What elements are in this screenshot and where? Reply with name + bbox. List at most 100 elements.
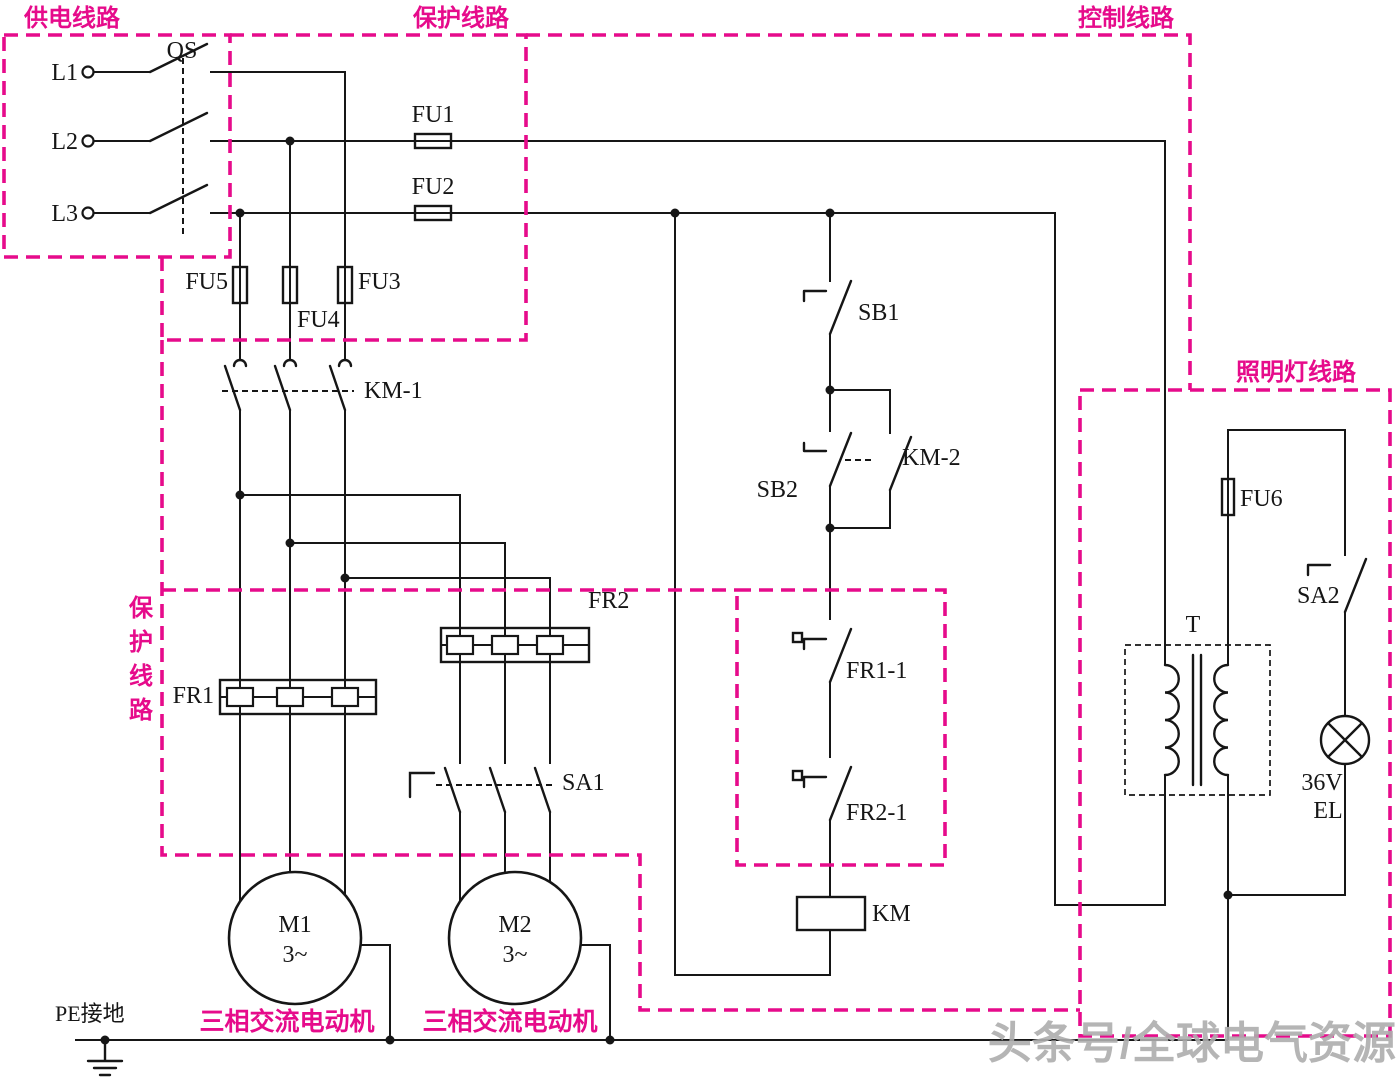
label-fu6: FU6 [1240,486,1283,512]
fr2-element-1 [445,634,475,656]
label-fr1: FR1 [173,683,214,709]
qs-blade-1 [148,42,209,74]
label-l3: L3 [51,201,78,227]
label-m2-phase: 3~ [503,942,528,968]
fr2-element-3 [535,634,565,656]
qs-blade-3 [148,183,209,215]
earth-symbol [86,1038,124,1077]
transformer-core [1191,653,1203,787]
fuse-fu2 [413,204,453,222]
junction-dot [285,538,295,548]
region-outlines [2,33,1392,1038]
qs-blade-2 [148,111,209,143]
label-fu3: FU3 [358,269,401,295]
region-label-control: 控制线路 [1078,4,1175,32]
fuse-fu1 [413,132,453,150]
km1-blade-3 [328,364,347,412]
lamp-cross [1326,721,1364,759]
label-sb2: SB2 [757,477,798,503]
label-fr1-1: FR1-1 [846,658,907,684]
km1-arc-2 [282,358,298,368]
label-m1-phase: 3~ [283,942,308,968]
km1-arc-3 [337,358,353,368]
terminal-l3 [81,206,95,220]
watermark-text: 头条号/全球电气资源 [988,1018,1396,1068]
lighting-devices [1306,557,1371,766]
junction-dot [825,523,835,533]
km1-blade-1 [223,364,242,412]
label-lamp-el: EL [1313,798,1342,824]
fr-contacts-region-box [735,588,947,867]
caption-motor2: 三相交流电动机 [422,1007,597,1036]
fr1-element-1 [225,686,255,708]
km1-main-contacts [222,358,354,412]
region-label-lighting: 照明灯线路 [1236,358,1357,386]
motors [227,870,583,1006]
wires [75,71,1346,1077]
label-km2: KM-2 [902,445,961,471]
lighting-region-box [1078,388,1392,1038]
label-pe-ground: PE接地 [55,1001,125,1026]
terminal-l1 [81,65,95,79]
junction-dot [385,1035,395,1045]
lamp-el [1319,714,1371,766]
label-fr2: FR2 [588,588,629,614]
junction-dot [825,385,835,395]
region-label-protection-vertical-char4: 路 [129,696,154,724]
region-label-protection-vertical-char3: 线 [129,663,153,690]
sb1-actuator [802,289,828,303]
fr1-element-2 [275,686,305,708]
junction-dot [340,573,350,583]
junction-dot [1223,890,1233,900]
junction-dots [100,136,1233,1045]
region-label-protection-vertical-char1: 保 [128,595,154,622]
label-fu1: FU1 [412,102,455,128]
km-coil [795,895,867,932]
km2-blade [888,435,913,492]
caption-motor1: 三相交流电动机 [199,1007,374,1036]
sa1-blade-2 [488,766,507,814]
qs-switch [81,42,209,238]
label-m1: M1 [278,912,311,938]
junction-dot [285,136,295,146]
fr2-1-blade [828,765,853,822]
label-m2: M2 [498,912,531,938]
fuse-fu6 [1220,477,1236,517]
junction-dot [235,490,245,500]
label-fu2: FU2 [412,174,455,200]
wire-lighting [1227,429,1346,1040]
junction-dot [100,1035,110,1045]
thermal-heaters [218,626,591,716]
fuses [231,132,1236,517]
region-label-power-supply: 供电线路 [23,4,121,32]
label-transformer: T [1186,612,1201,638]
region-label-protection-vertical-char2: 护 [129,629,153,656]
junction-dot [605,1035,615,1045]
control-region-border [526,33,1192,390]
wire-phase-l2 [93,140,1166,872]
wire-km2-branch [830,389,891,529]
transformer-dashed-box [1124,644,1271,796]
label-lamp-voltage: 36V [1301,770,1343,796]
sb2-actuator [802,441,828,453]
protection-left-region-border [160,340,1080,1012]
wire-branch-m2 [240,494,551,902]
fr1-1-element [791,631,804,644]
terminal-l2 [81,134,95,148]
motor-m1-circle [227,870,363,1006]
wire-phase-l1 [93,71,346,895]
sa1-switch [408,766,556,814]
fr1-1-actuator [802,637,828,651]
labels: 供电线路 保护线路 控制线路 照明灯线路 保 护 线 路 L1 L2 L3 QS… [23,4,1396,1068]
control-contacts [791,279,913,932]
label-sa1: SA1 [562,770,605,796]
wire-control-column [674,213,831,976]
fr1-1-blade [828,627,853,684]
sb2-blade [828,431,853,488]
label-qs: QS [167,38,198,64]
label-l2: L2 [51,129,78,155]
label-fu5: FU5 [185,269,228,295]
label-km-coil: KM [872,901,911,927]
wire-motor-grounds [361,944,611,1040]
